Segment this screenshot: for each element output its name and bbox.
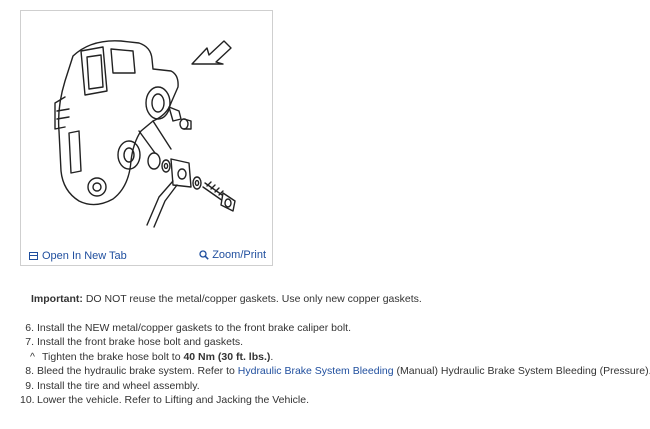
new-tab-icon <box>29 252 38 260</box>
substep-item: ^ Tighten the brake hose bolt to 40 Nm (3… <box>20 350 650 364</box>
step-number: 6. <box>25 322 34 334</box>
list-item: 9. Install the tire and wheel assembly. <box>20 379 650 393</box>
figure-container: Open In New Tab Zoom/Print <box>20 10 273 266</box>
magnifier-icon <box>199 250 209 260</box>
list-item: 10. Lower the vehicle. Refer to Lifting … <box>20 393 650 407</box>
list-item: 7. Install the front brake hose bolt and… <box>20 335 650 349</box>
open-in-new-tab-label: Open In New Tab <box>42 250 127 262</box>
step-number: 8. <box>25 365 34 378</box>
procedure-steps: 6. Install the NEW metal/copper gaskets … <box>20 321 650 407</box>
important-label: Important: <box>31 293 83 305</box>
step-text: Install the NEW metal/copper gaskets to … <box>37 322 351 334</box>
torque-value: 40 Nm (30 ft. lbs.) <box>183 350 271 363</box>
step-text-post: (Manual) Hydraulic Brake System Bleeding… <box>393 365 650 378</box>
zoom-print-link[interactable]: Zoom/Print <box>199 249 266 261</box>
list-item: 6. Install the NEW metal/copper gaskets … <box>20 321 650 335</box>
important-text: DO NOT reuse the metal/copper gaskets. U… <box>82 293 422 305</box>
step-text: Bleed the hydraulic brake system. Refer … <box>37 364 650 378</box>
brake-caliper-diagram <box>54 40 236 228</box>
step-text: Install the tire and wheel assembly. <box>37 379 200 392</box>
step-number: 9. <box>25 379 34 392</box>
list-item: 8. Bleed the hydraulic brake system. Ref… <box>20 364 650 378</box>
step-number: 7. <box>25 336 34 349</box>
important-notice: Important: DO NOT reuse the metal/copper… <box>31 293 422 305</box>
figure-toolbar: Open In New Tab Zoom/Print <box>21 245 272 265</box>
step-text-pre: Bleed the hydraulic brake system. Refer … <box>37 365 238 378</box>
substep-text-pre: Tighten the brake hose bolt to <box>42 350 184 363</box>
step-number: 10. <box>20 394 35 407</box>
step-text: Lower the vehicle. Refer to Lifting and … <box>37 394 309 407</box>
step-text: Install the front brake hose bolt and ga… <box>37 336 244 349</box>
open-in-new-tab-link[interactable]: Open In New Tab <box>29 250 127 262</box>
substep-marker: ^ <box>30 350 35 363</box>
substep-text-post: . <box>270 350 274 363</box>
zoom-print-label: Zoom/Print <box>212 249 266 261</box>
hydraulic-bleeding-link[interactable]: Hydraulic Brake System Bleeding <box>237 365 394 378</box>
